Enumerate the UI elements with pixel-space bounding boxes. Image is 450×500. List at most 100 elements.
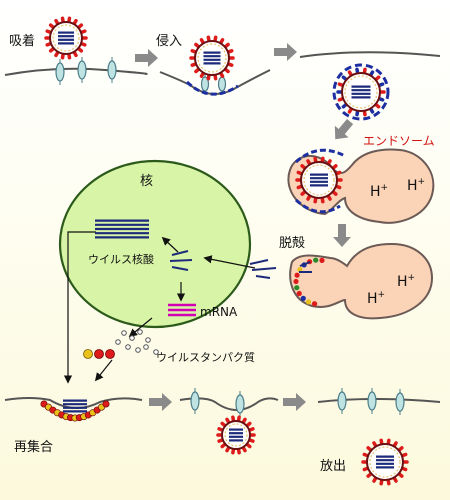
label-adsorption: 吸着 xyxy=(9,34,36,49)
protein-dot-red xyxy=(105,349,115,359)
capsid-fragment xyxy=(294,285,300,291)
capsid-fragment xyxy=(305,299,312,305)
proton-label: H+ xyxy=(367,290,385,307)
replicated-genome-stack xyxy=(95,219,149,239)
protein-dot xyxy=(143,344,149,350)
protein-dot xyxy=(129,335,135,341)
capsid-fragment xyxy=(311,301,318,307)
virion-envelope xyxy=(366,443,404,481)
arrow-protein-to-assembly xyxy=(94,359,113,382)
receptor xyxy=(190,391,200,411)
process-arrow xyxy=(135,49,158,67)
genome-segment xyxy=(251,267,277,271)
endosome-coat xyxy=(294,148,346,164)
receptor xyxy=(77,60,87,80)
receptor xyxy=(395,392,405,412)
arrow-shape xyxy=(274,43,297,61)
virion-matrix xyxy=(197,43,227,73)
receptors-bottom xyxy=(190,388,405,417)
capsid-fragment xyxy=(300,295,306,301)
protein-dot xyxy=(145,337,151,343)
virion-envelope xyxy=(194,40,230,76)
receptor xyxy=(200,76,210,92)
label-mrna: mRNA xyxy=(200,305,238,319)
arrow-translation xyxy=(128,317,153,338)
arrow-shape xyxy=(334,119,354,140)
virion-matrix xyxy=(344,75,378,109)
receptor xyxy=(235,394,245,414)
process-arrow xyxy=(333,224,351,247)
virion-envelope xyxy=(49,21,83,55)
endosome-coat xyxy=(294,198,341,214)
flow-arrows xyxy=(63,231,256,384)
label-nucleus: 核 xyxy=(140,174,154,189)
virion-envelope xyxy=(341,72,381,112)
process-arrows xyxy=(135,43,354,411)
mrna-segments xyxy=(168,303,196,317)
protein-dot xyxy=(135,347,141,353)
virion-envelope xyxy=(300,161,338,199)
protein-dot xyxy=(153,349,159,355)
genome-segment xyxy=(249,259,269,265)
capsid-fragment xyxy=(296,290,302,297)
process-arrow xyxy=(283,393,306,411)
virion-in-endosome xyxy=(294,148,346,214)
genome-segment xyxy=(171,250,189,256)
genome-segment xyxy=(169,259,193,262)
cell-membrane-top-1 xyxy=(4,67,148,76)
arrow-genome-replication xyxy=(161,236,179,253)
virion-released xyxy=(361,438,409,486)
cell-membrane-top-3 xyxy=(299,51,441,58)
assembly-site xyxy=(40,399,110,422)
receptor xyxy=(107,60,117,80)
protein-dot xyxy=(137,329,143,335)
process-arrow xyxy=(334,119,354,140)
capsid-fragment xyxy=(293,278,299,285)
label-viral-nucleic-acid: ウイルス核酸 xyxy=(88,253,154,266)
label-reassembly: 再集合 xyxy=(14,440,54,455)
label-viral-protein: ウイルスタンパク質 xyxy=(156,351,255,364)
assembly-protein xyxy=(102,400,110,408)
receptor xyxy=(367,391,377,411)
viral-protein-dots xyxy=(83,329,159,359)
capsid-fragment xyxy=(313,257,319,263)
arrow-nuclear-import xyxy=(203,255,256,269)
arrow-reassembly-path xyxy=(63,231,96,384)
proton-label: H+ xyxy=(407,177,425,194)
genome-segment xyxy=(299,261,311,267)
genome-segment xyxy=(171,266,189,271)
protein-dot xyxy=(125,344,131,350)
imported-genome-segments xyxy=(169,250,193,271)
process-arrow xyxy=(149,393,172,411)
endosome-lower xyxy=(289,242,434,320)
virion-envelope xyxy=(221,420,251,450)
arrow-shape xyxy=(135,49,158,67)
label-entry: 侵入 xyxy=(156,34,183,49)
arrow-shape xyxy=(283,393,306,411)
endocytic-pit xyxy=(185,80,239,96)
virion-matrix xyxy=(224,423,248,447)
process-arrow xyxy=(274,43,297,61)
receptor xyxy=(217,76,227,92)
arrow-shape xyxy=(149,393,172,411)
virion-adsorbing xyxy=(44,16,88,60)
virion-budding xyxy=(216,415,256,455)
label-endosome: エンドソーム xyxy=(363,134,435,148)
capsid-fragment xyxy=(319,257,325,263)
cell-membrane-top-2 xyxy=(159,69,271,95)
virion-matrix xyxy=(369,446,401,478)
capsid-fragment xyxy=(294,272,300,278)
nucleus xyxy=(58,159,252,329)
endocytic-vesicle xyxy=(332,63,390,121)
receptor xyxy=(337,391,347,411)
receptors-top xyxy=(55,57,227,95)
capsid-fragment xyxy=(297,266,303,273)
label-uncoating: 脱殻 xyxy=(279,236,306,251)
uncoated-genome-segments xyxy=(249,257,325,307)
virion-matrix xyxy=(52,24,80,52)
virion-in-vesicle xyxy=(332,63,390,121)
protein-dot-red xyxy=(94,349,104,359)
virion-entering xyxy=(185,35,239,96)
proton-label: H+ xyxy=(397,273,415,290)
